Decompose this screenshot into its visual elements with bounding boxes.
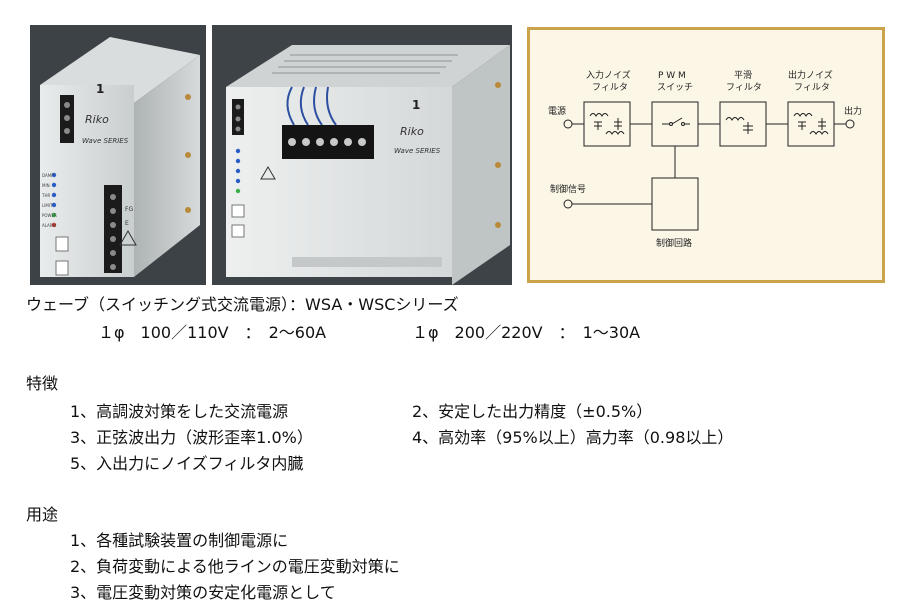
product-photo-front: 1 Riko Wave SERIES DAMP MIN THR LIMIT PO… [30,25,206,285]
feature-item: 1、高調波対策をした交流電源 [70,402,289,421]
lamp-label: ALARM [42,223,57,228]
product-photo-angled: 1 Riko Wave SERIES [212,25,512,285]
control-signal-label: 制御信号 [550,183,586,195]
uses-heading: 用途 [26,505,59,524]
use-item: 3、電圧変動対策の安定化電源として [70,583,336,602]
series-logo: Wave SERIES [394,147,441,155]
input-label: 電源 [548,106,566,117]
series-logo: Wave SERIES [82,137,129,145]
lamp-label: DAMP [42,173,54,178]
unit-number: 1 [96,82,104,96]
feature-item: 2、安定した出力精度（±0.5%） [412,402,653,421]
terminal-label: FG [125,206,133,213]
brand-logo: Riko [85,113,109,126]
block-label-smoothing-2: フィルタ [726,82,762,93]
block-label-output-filter: 出力ノイズ [788,69,833,81]
lamp-label: MIN [42,183,50,188]
block-label-output-filter-2: フィルタ [794,82,830,93]
lamp-label: LIMIT [42,203,53,208]
features-heading: 特徴 [26,374,59,393]
brand-logo: Riko [400,125,424,138]
output-label: 出力 [844,105,862,117]
product-title: ウェーブ（スイッチング式交流電源）：WSA・WSCシリーズ [26,295,459,314]
block-diagram: 入力ノイズ フィルタ P W M スイッチ 平滑 フィルタ 出力ノイズ フィルタ… [527,27,885,283]
block-label-pwm-2: スイッチ [657,82,693,93]
feature-item: 3、正弦波出力（波形歪率1.0%） [70,428,313,447]
spec-200v: １φ 200／220V ： 1〜30A [412,323,641,342]
product-photo-front-drawing: 1 Riko Wave SERIES DAMP MIN THR LIMIT PO… [30,25,206,285]
block-label-input-filter: 入力ノイズ [586,69,631,81]
lamp-label: POWER [42,213,57,218]
use-item: 2、負荷変動による他ラインの電圧変動対策に [70,557,400,576]
block-label-input-filter-2: フィルタ [592,82,628,93]
block-diagram-svg: 入力ノイズ フィルタ P W M スイッチ 平滑 フィルタ 出力ノイズ フィルタ… [548,69,862,249]
control-block-label: 制御回路 [656,237,692,249]
unit-number: 1 [412,98,420,112]
feature-item: 4、高効率（95%以上）高力率（0.98以上） [412,428,734,447]
block-label-smoothing: 平滑 [734,70,752,81]
terminal-label: E [125,220,129,227]
lamp-label: THR [41,193,50,198]
lamp-column: DAMP MIN THR LIMIT POWER ALARM [41,172,57,228]
feature-item: 5、入出力にノイズフィルタ内臓 [70,454,304,473]
spec-100v: １φ 100／110V ： 2〜60A [98,323,327,342]
use-item: 1、各種試験装置の制御電源に [70,531,289,550]
block-label-pwm: P W M [658,71,686,81]
product-photo-angled-drawing: 1 Riko Wave SERIES [212,25,512,285]
